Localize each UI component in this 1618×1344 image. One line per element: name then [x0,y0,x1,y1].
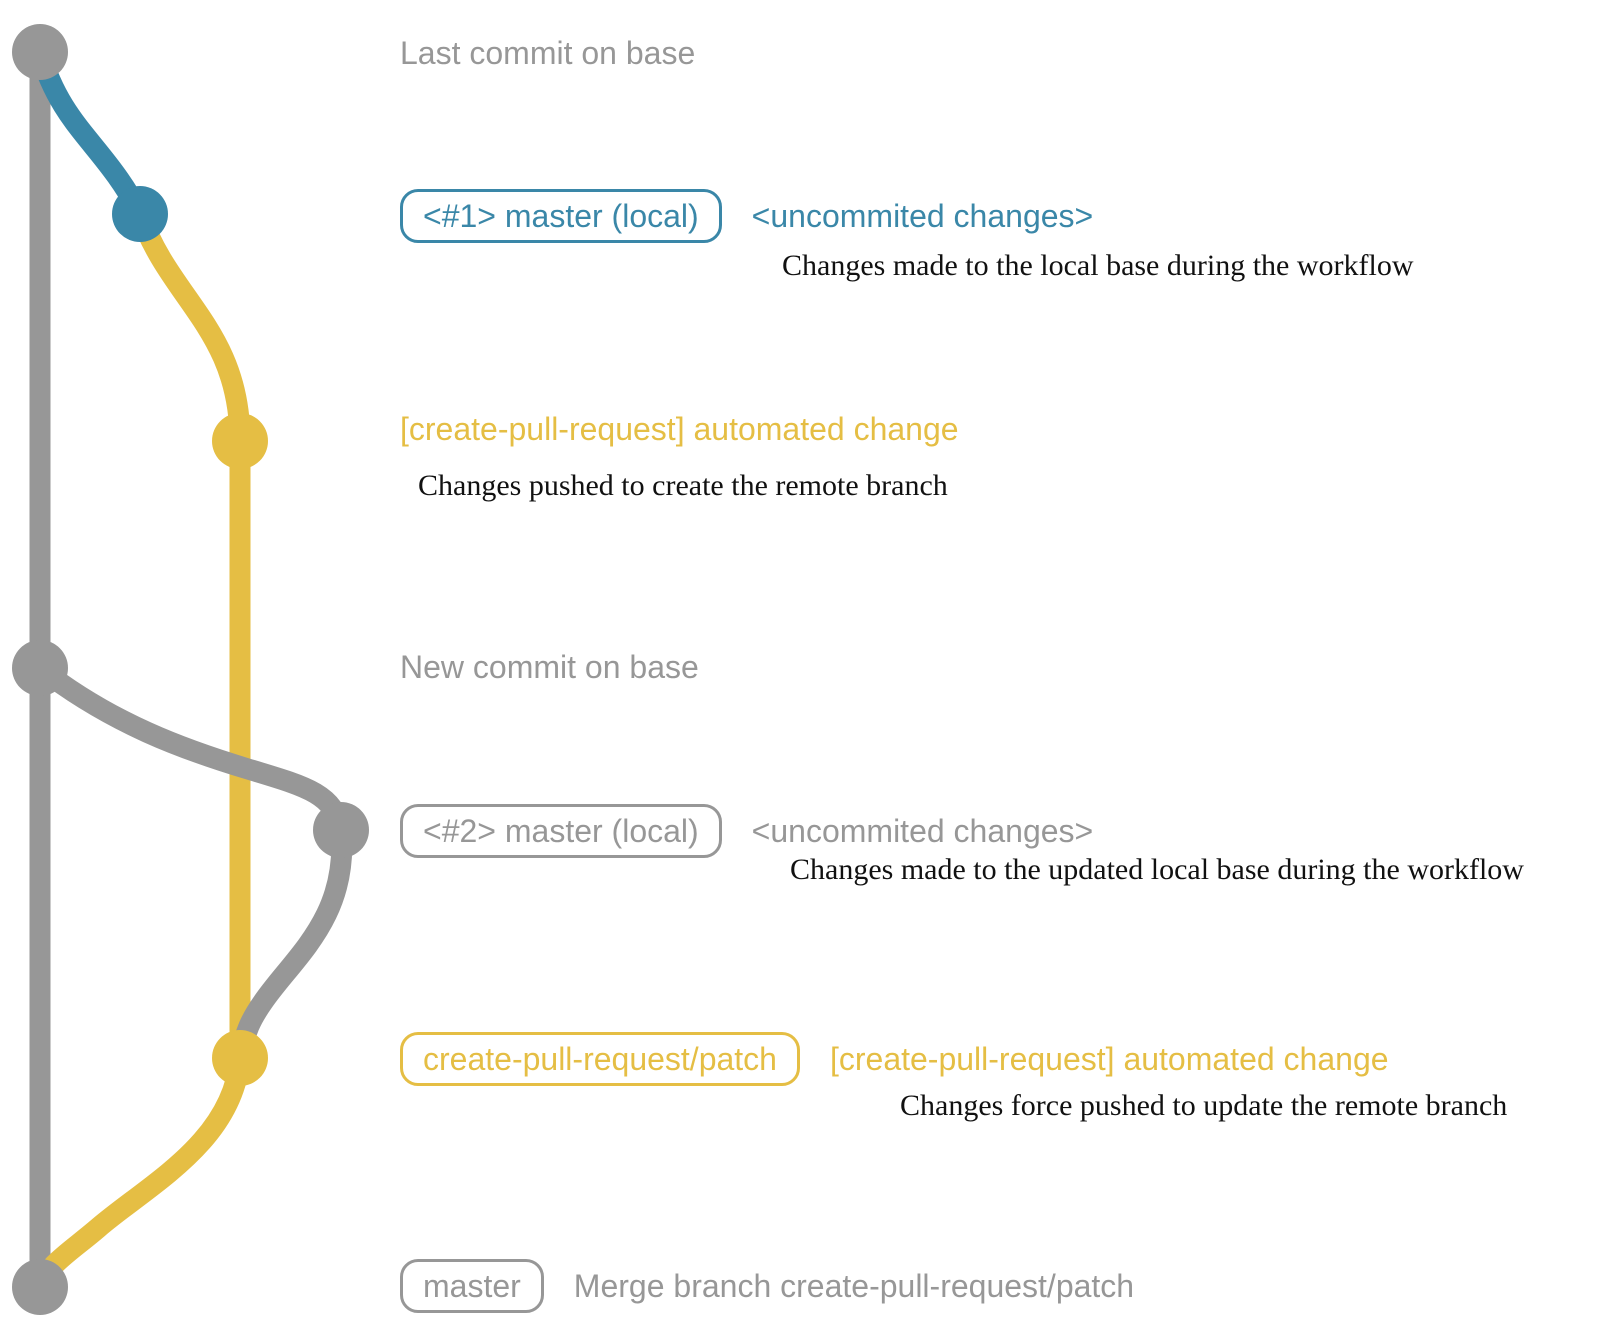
commit-dot-last-base [12,24,68,80]
commit-dot-push-2 [212,1030,268,1086]
gray-update-branch-curve [29,657,352,841]
commit-message-local-2: <uncommited changes> [751,812,1094,849]
commit-message-local-1: <uncommited changes> [751,197,1094,234]
commit-message-merge: Merge branch create-pull-request/patch [573,1267,1135,1304]
commit-dot-merge [12,1259,68,1315]
branch-badge-master-local-2: <#2> master (local) [400,803,722,859]
commit-description-push-2: Changes force pushed to update the remot… [900,1089,1508,1122]
commit-description-push-1: Changes pushed to create the remote bran… [418,469,948,502]
commit-dot-local-2 [313,802,369,858]
row-local-commit-2: <#2> master (local) <uncommited changes> [400,799,1093,863]
gray-force-push-curve [230,819,353,1065]
commit-message-last-base: Last commit on base [400,35,696,71]
branch-badge-master-local-1: <#1> master (local) [400,188,722,244]
branch-badge-patch: create-pull-request/patch [400,1031,800,1087]
commit-dot-local-1 [112,186,168,242]
commit-message-push-2: [create-pull-request] automated change [829,1040,1389,1077]
commit-description-local-2: Changes made to the updated local base d… [790,853,1524,886]
commit-message-new-base: New commit on base [400,649,699,685]
yellow-patch-branch-curve [129,203,251,1069]
commit-dot-new-base [12,640,68,696]
commit-dot-push-1 [212,413,268,469]
row-merge: master Merge branch create-pull-request/… [400,1253,1134,1319]
commit-description-local-1: Changes made to the local base during th… [782,249,1414,282]
branch-badge-master: master [400,1258,544,1314]
yellow-merge-curve [29,1047,251,1298]
row-push-2: create-pull-request/patch [create-pull-r… [400,1026,1389,1092]
row-local-commit-1: <#1> master (local) <uncommited changes> [400,184,1093,248]
commit-message-push-1: [create-pull-request] automated change [400,411,959,447]
blue-local-branch-curve [29,41,151,225]
